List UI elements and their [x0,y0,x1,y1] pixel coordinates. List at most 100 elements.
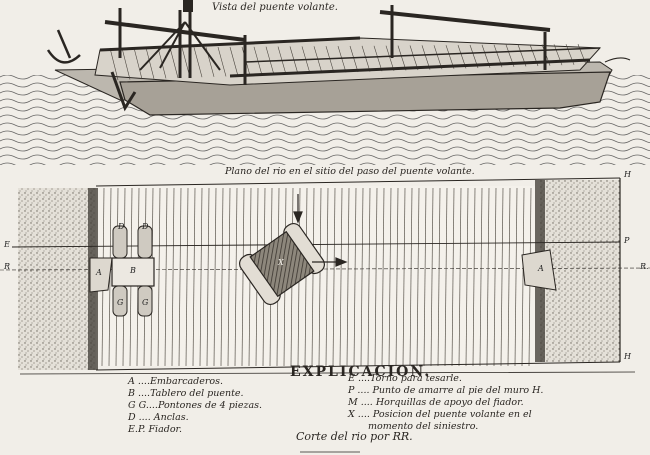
legend-entry: D .... Anclas. [128,412,189,423]
label-g-left: G [117,298,124,307]
river-flow-line [227,187,231,367]
label-h-bottom: H [624,352,631,361]
river-flow-line [311,187,315,367]
river-flow-line [395,187,399,367]
legend-entry: B ....Tablero del puente. [128,388,244,399]
legend-entry: X .... Posicion del puente volante en el [348,409,532,420]
shore-bridge-deck [111,257,155,287]
river-flow-line [430,187,434,367]
anchor-icon [46,29,81,64]
label-e: E [4,240,10,249]
river-flow-line [486,187,490,367]
river-flow-line [374,187,378,367]
river-flow-line [479,187,483,367]
deck-plank [217,47,227,77]
label-h-top: H [624,170,631,179]
deck-plank [193,47,203,78]
legend-entry: A ....Embarcaderos. [128,376,224,387]
legend-right-column: E ....Torno para tesarle. P .... Punto d… [348,373,543,433]
deck-plank [109,47,119,81]
deck-plank [133,47,143,80]
river-flow-line [409,187,413,367]
river-flow-line [192,187,196,367]
label-b: B [130,266,136,275]
legend-entry: G G....Pontones de 4 piezas. [128,400,263,411]
river-flow-line [318,187,322,367]
legend-entry: E.P. Fiador. [128,424,183,435]
river-flow-line [465,187,469,367]
legend-entry: P .... Punto de amarre al pie del muro H… [348,385,544,396]
river-flow-line [220,187,224,367]
label-x: X [278,258,284,267]
deck-plank [349,45,359,73]
deck-plank [421,45,431,70]
legend-left-column: A ....Embarcaderos. B ....Tablero del pu… [128,376,262,436]
rear-rail [99,36,361,52]
deck-plank [169,47,179,79]
river-flow-line [451,187,455,367]
river-flow-line [164,187,168,367]
legend-entry: momento del siniestro. [368,421,479,432]
river-body [98,186,535,366]
deck-plank [229,46,239,77]
left-bank [18,188,96,370]
label-r-right: R. [640,262,649,271]
river-flow-line [507,187,511,367]
river-plan-view [0,177,650,371]
label-r-left: R [4,262,11,271]
deck-plank [373,45,383,72]
front-rail [229,58,591,78]
river-flow-line [416,187,420,367]
river-flow-line [472,187,476,367]
left-landing [89,257,113,293]
river-flow-line [367,187,371,367]
right-landing [521,249,557,291]
flying-bridge-position-x [238,222,326,306]
river-flow-line [402,187,406,367]
river-flow-line [213,187,217,367]
section-cut-caption: Corte del rio por RR. [296,430,413,443]
river-flow-line [444,187,448,367]
explanation-heading: EXPLICACION. [290,364,432,380]
river-flow-line [437,187,441,367]
river-flow-line [360,187,364,367]
river-flow-line [388,187,392,367]
deck-plank [145,47,155,79]
deck-plank [385,45,395,71]
bridge-perspective-view [0,0,650,165]
label-a-left: A [96,268,102,277]
deck-plank [337,46,347,73]
river-flow-line [493,187,497,367]
deck-plank [325,46,335,73]
deck-plank [361,45,371,72]
river-flow-line [458,187,462,367]
river-flow-line [325,187,329,367]
deck-plank [409,45,419,71]
river-flow-line [346,187,350,367]
river-flow-line [339,187,343,367]
river-flow-line [500,187,504,367]
river-flow-line [381,187,385,367]
river-flow-line [157,187,161,367]
river-flow-line [199,187,203,367]
deck-plank [121,47,131,80]
river-flow-line [185,187,189,367]
label-d-left: D [118,222,125,231]
river-flow-line [423,187,427,367]
label-a-right: A [538,264,544,273]
label-g-right: G [142,298,149,307]
river-flow-line [521,187,525,367]
river-flow-line [332,187,336,367]
river-flow-line [353,187,357,367]
top-view-title: Vista del puente volante. [212,2,338,13]
legend-entry: M .... Horquillas de apoyo del fiador. [348,397,524,408]
legend-entry: E ....Torno para tesarle. [348,373,462,384]
river-flow-line [514,187,518,367]
label-d-right: D [142,222,149,231]
label-p: P [624,236,630,245]
river-flow-line [178,187,182,367]
river-flow-line [241,187,245,367]
river-flow-line [171,187,175,367]
